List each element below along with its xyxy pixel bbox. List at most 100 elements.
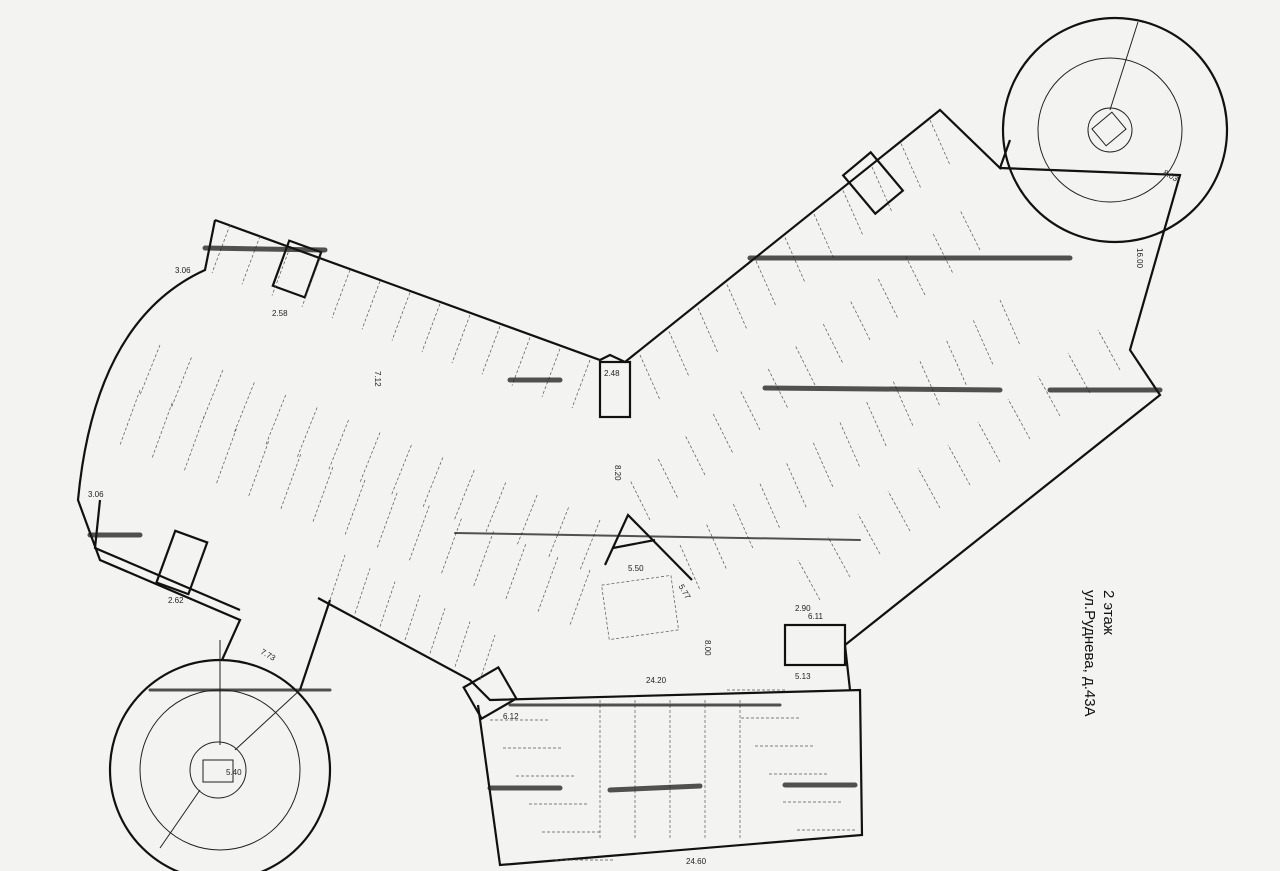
- stall-line: [171, 357, 192, 408]
- address-label: ул.Руднева, д.43А: [1081, 590, 1098, 717]
- stall-line: [827, 536, 851, 578]
- stall-line: [842, 190, 864, 236]
- stall-line: [629, 479, 651, 521]
- stall-line: [917, 467, 941, 509]
- stall-line: [813, 442, 834, 489]
- dimension-labels: 3.06 3.06 2.48 2.58 2.62 7.73 5.40 24.20…: [88, 168, 1180, 866]
- dim-label: 2.62: [168, 596, 184, 605]
- central-triangle-wall: [604, 513, 693, 581]
- stall-line: [893, 381, 914, 427]
- stall-line: [657, 457, 678, 498]
- stall-line: [481, 326, 501, 375]
- dim-label: 6.11: [808, 612, 824, 621]
- dim-label: 7.73: [259, 647, 277, 663]
- stall-line: [784, 237, 806, 283]
- dim-label: 5.77: [677, 583, 693, 601]
- stall-line: [1067, 352, 1091, 394]
- stall-line: [233, 382, 255, 433]
- stall-line: [857, 513, 881, 555]
- stall-line: [541, 348, 561, 397]
- stall-line: [1037, 375, 1061, 417]
- stall-line: [668, 331, 690, 377]
- stall-line: [947, 444, 971, 486]
- stall-line: [794, 344, 816, 386]
- stall-line: [248, 441, 269, 497]
- stall-line: [932, 232, 953, 273]
- stall-line: [202, 369, 224, 421]
- stall-line: [183, 415, 205, 471]
- dim-label: 24.60: [686, 857, 707, 866]
- stall-line: [329, 554, 346, 601]
- floor-label: 2 этаж: [1100, 590, 1117, 635]
- dim-label: 6.12: [503, 712, 519, 721]
- stall-line: [569, 569, 591, 626]
- stall-line: [429, 608, 446, 654]
- stall-line: [866, 401, 887, 448]
- stall-line: [639, 354, 661, 401]
- dim-label: 5.50: [628, 564, 644, 573]
- stall-line: [679, 544, 701, 591]
- stall-line: [354, 568, 371, 614]
- ramp-northeast: [1001, 16, 1229, 244]
- stall-line: [822, 322, 843, 363]
- stall-line: [813, 213, 835, 260]
- dim-label: 3.06: [175, 266, 191, 275]
- stall-line: [548, 507, 569, 558]
- stall-line: [451, 314, 471, 364]
- dim-label: 2.90: [795, 604, 811, 613]
- stall-line: [684, 434, 706, 476]
- stall-line: [759, 483, 781, 529]
- stall-line: [537, 557, 559, 613]
- dim-label: 16.00: [1135, 248, 1144, 269]
- stall-line: [119, 389, 141, 446]
- stall-line: [516, 494, 538, 546]
- dim-label: 7.12: [373, 371, 382, 387]
- building-outline: [76, 108, 1182, 867]
- stall-line: [344, 479, 366, 536]
- stall-line: [1007, 398, 1031, 440]
- stall-line: [408, 505, 430, 561]
- central-zone: [601, 574, 679, 640]
- stall-line: [216, 428, 237, 484]
- dim-label: 8.00: [703, 640, 712, 656]
- dim-label: 8.20: [613, 465, 622, 481]
- stall-line: [453, 469, 475, 521]
- stall-line: [505, 544, 527, 600]
- stall-line: [139, 344, 161, 396]
- stall-line: [726, 284, 748, 330]
- stall-line: [328, 419, 349, 471]
- stall-line: [977, 421, 1001, 463]
- stall-line: [697, 307, 719, 354]
- stall-line: [919, 361, 941, 407]
- stall-line: [959, 209, 981, 251]
- stall-line: [376, 492, 398, 548]
- stall-line: [312, 467, 334, 523]
- stall-line: [379, 581, 396, 627]
- stall-line: [361, 281, 381, 330]
- stall-line: [479, 634, 496, 681]
- stall-line: [900, 143, 922, 189]
- stall-line: [391, 444, 412, 496]
- stall-line: [571, 359, 591, 409]
- stall-line: [301, 258, 321, 307]
- stall-line: [422, 457, 444, 508]
- stall-line: [331, 269, 351, 319]
- dim-label: 2.48: [604, 369, 620, 378]
- scan-artifacts: [87, 245, 1163, 793]
- stall-line: [973, 320, 994, 366]
- stall-line: [241, 236, 261, 285]
- stall-line: [441, 518, 462, 574]
- dim-label: 24.20: [646, 676, 667, 685]
- stall-line: [271, 247, 291, 296]
- stall-line: [485, 482, 507, 533]
- stall-line: [849, 299, 871, 341]
- dim-label: 5.13: [795, 672, 811, 681]
- stall-line: [739, 389, 761, 431]
- stair-cores: [155, 150, 905, 721]
- stall-line: [1097, 329, 1121, 371]
- stall-line: [712, 412, 733, 453]
- stall-line: [151, 402, 173, 458]
- stall-line: [929, 119, 951, 166]
- parking-stalls: [119, 119, 1121, 861]
